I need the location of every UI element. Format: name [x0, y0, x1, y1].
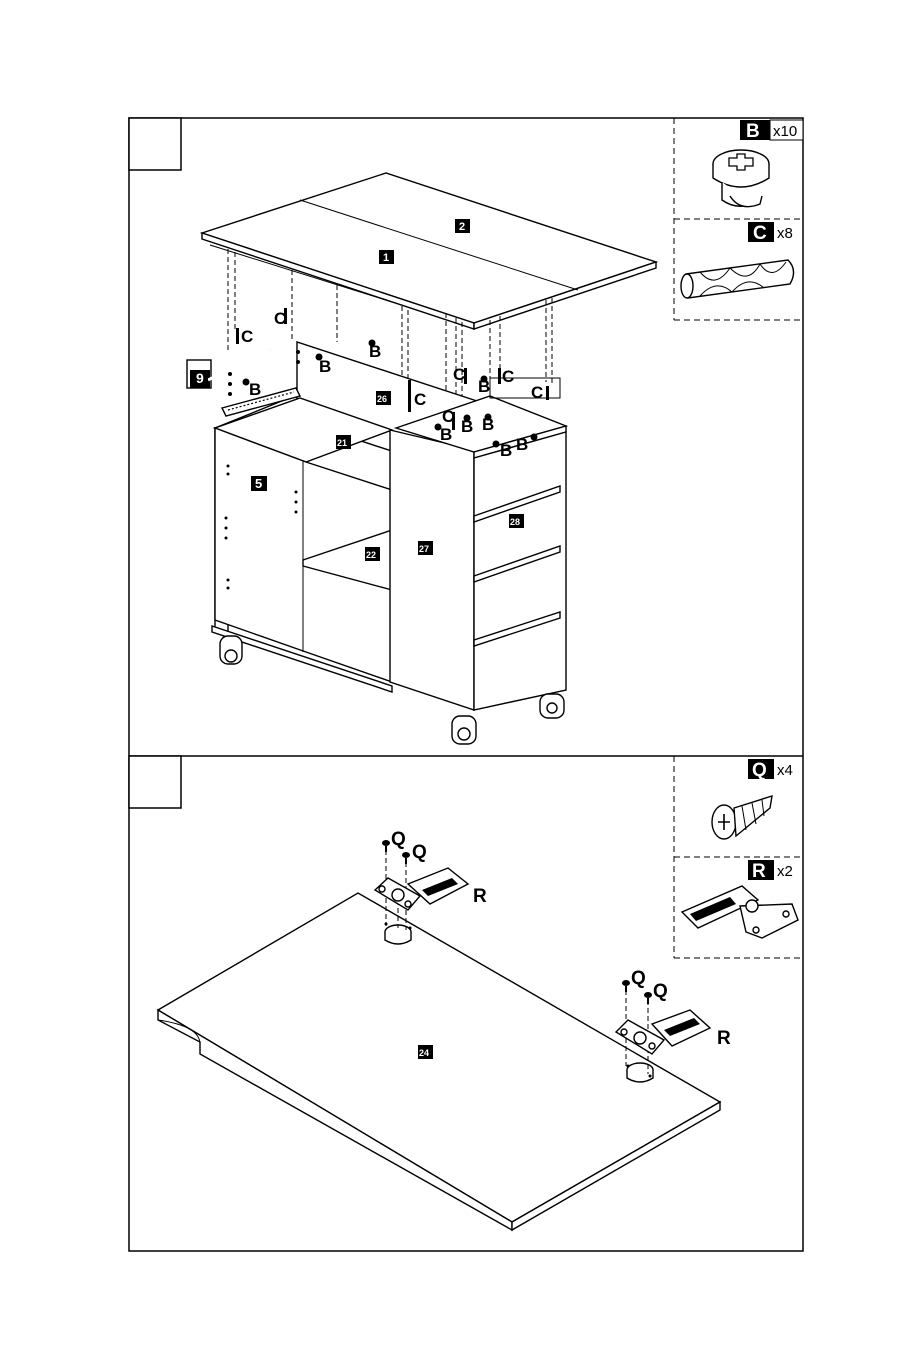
hinge-cup	[627, 1063, 654, 1082]
svg-text:24: 24	[419, 1048, 429, 1058]
hardware-q-qty: x4	[777, 762, 793, 779]
wheel-icon	[220, 636, 242, 664]
svg-text:28: 28	[510, 517, 520, 527]
svg-text:21: 21	[337, 438, 347, 448]
top-board	[202, 173, 656, 329]
svg-text:1: 1	[383, 252, 389, 264]
hardware-r: R x2	[682, 860, 798, 938]
svg-text:5: 5	[255, 476, 262, 491]
callout-r: R	[473, 886, 487, 907]
screw-icon	[644, 992, 652, 1004]
svg-text:9: 9	[196, 370, 204, 386]
callout-b: B	[516, 435, 528, 454]
step2-number-box	[129, 756, 181, 808]
part-tag-2: 2	[455, 219, 470, 233]
dowel-icon	[681, 260, 794, 298]
callout-b: B	[482, 415, 494, 434]
step1-number-box	[129, 118, 181, 170]
wheel-icon	[452, 716, 476, 744]
hinge-icon	[682, 886, 798, 938]
callout-b: B	[369, 342, 381, 361]
part-tag-1: 1	[379, 250, 394, 264]
part-tag-24: 24	[418, 1045, 433, 1059]
callout-c: C	[453, 365, 465, 384]
svg-text:27: 27	[419, 544, 429, 554]
callout-b: B	[319, 357, 331, 376]
hardware-b: B x10	[713, 120, 803, 207]
callout-b: B	[478, 377, 490, 396]
callout-c: C	[502, 367, 514, 386]
callout-c: C	[414, 390, 426, 409]
svg-text:22: 22	[366, 550, 376, 560]
part-tag-27: 27	[418, 541, 433, 555]
step2-diagram: 24 Q Q R Q Q R	[158, 829, 731, 1230]
hardware-b-letter: B	[746, 121, 760, 142]
hardware-q-letter: Q	[752, 760, 767, 781]
callout-q: Q	[391, 829, 406, 850]
cam-lock-icon	[713, 150, 769, 207]
callout-b: B	[440, 425, 452, 444]
part-tag-21: 21	[336, 435, 351, 449]
callout-q: Q	[412, 842, 427, 863]
callout-c: C	[442, 407, 454, 426]
part-tag-26: 26	[376, 391, 391, 405]
part-tag-5: 5	[251, 476, 267, 491]
hardware-b-qty: x10	[773, 123, 797, 140]
callout-r: R	[717, 1028, 731, 1049]
hardware-c-qty: x8	[777, 225, 793, 242]
callout-b: B	[500, 441, 512, 460]
hardware-c: C x8	[681, 222, 794, 298]
callout-c: C	[274, 309, 286, 328]
hardware-c-letter: C	[753, 223, 767, 244]
callout-b: B	[461, 417, 473, 436]
part-tag-28: 28	[509, 514, 524, 528]
callout-q: Q	[653, 981, 668, 1002]
leaf-board	[158, 893, 720, 1230]
screw-icon	[712, 796, 772, 839]
screw-icon	[622, 980, 630, 992]
callout-c: C	[531, 383, 543, 402]
svg-text:2: 2	[459, 221, 465, 233]
hardware-r-letter: R	[752, 861, 766, 882]
wheel-icon	[540, 694, 564, 718]
screw-icon	[402, 852, 410, 864]
callout-q: Q	[631, 968, 646, 989]
callout-b: B	[249, 380, 261, 399]
callout-c: C	[241, 327, 253, 346]
hardware-q: Q x4	[712, 759, 793, 839]
part-tag-22: 22	[365, 547, 380, 561]
screw-icon	[382, 840, 390, 852]
step1-diagram: 1 2 9 26 21 5 27 22 28 C C B B B C C B C…	[187, 173, 656, 744]
part-tag-9: 9	[191, 370, 208, 387]
svg-text:26: 26	[377, 394, 387, 404]
hardware-r-qty: x2	[777, 863, 793, 880]
